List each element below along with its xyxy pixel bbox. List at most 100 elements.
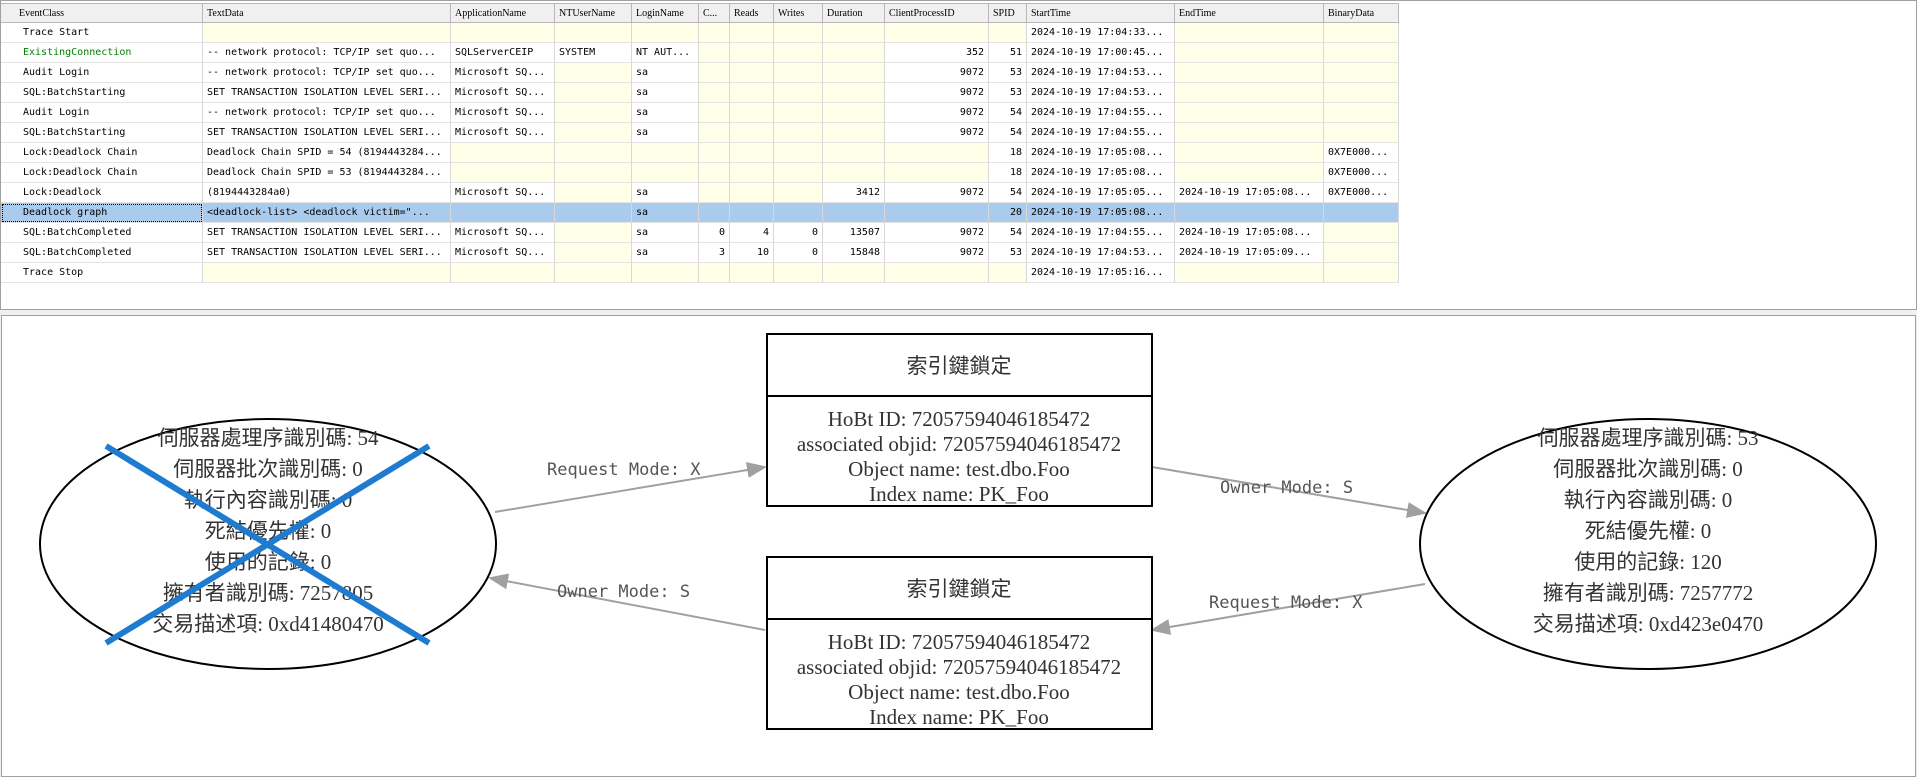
resource-top-title-box[interactable] — [766, 333, 1153, 397]
table-cell: sa — [632, 103, 699, 123]
edge-label-right-owner: Owner Mode: S — [1220, 478, 1353, 498]
table-cell — [823, 163, 885, 183]
resource-bottom-title-box[interactable] — [766, 556, 1153, 620]
table-cell: SET TRANSACTION ISOLATION LEVEL SERI... — [203, 223, 451, 243]
table-cell — [1175, 143, 1324, 163]
table-cell — [632, 23, 699, 43]
table-cell: SET TRANSACTION ISOLATION LEVEL SERI... — [203, 123, 451, 143]
graph-text-line: 死結優先權: 0 — [1585, 519, 1712, 543]
graph-text-line: Index name: PK_Foo — [869, 705, 1049, 729]
table-cell — [1175, 83, 1324, 103]
table-cell: Microsoft SQ... — [451, 123, 555, 143]
table-cell — [730, 63, 774, 83]
table-cell — [885, 23, 989, 43]
table-cell: Microsoft SQ... — [451, 83, 555, 103]
table-cell — [632, 163, 699, 183]
column-header[interactable]: NTUserName — [555, 3, 632, 23]
table-cell — [632, 263, 699, 283]
table-cell: 54 — [989, 183, 1027, 203]
graph-text-line: HoBt ID: 72057594046185472 — [828, 630, 1091, 654]
column-header[interactable]: Writes — [774, 3, 823, 23]
column-header[interactable]: SPID — [989, 3, 1027, 23]
table-cell: sa — [632, 83, 699, 103]
table-cell: 53 — [989, 243, 1027, 263]
column-header[interactable]: StartTime — [1027, 3, 1175, 23]
deadlock-graph: Request Mode: X Owner Mode: S Request Mo… — [39, 333, 1877, 730]
table-cell — [1175, 63, 1324, 83]
table-cell — [203, 23, 451, 43]
table-cell: Deadlock Chain SPID = 53 (8194443284... — [203, 163, 451, 183]
table-cell — [555, 83, 632, 103]
table-cell — [1324, 223, 1399, 243]
table-cell: sa — [632, 243, 699, 263]
table-cell: 2024-10-19 17:04:53... — [1027, 243, 1175, 263]
edge-label-right-request: Request Mode: X — [1209, 593, 1363, 613]
table-cell: 15848 — [823, 243, 885, 263]
table-cell — [885, 143, 989, 163]
table-cell — [555, 23, 632, 43]
table-cell — [774, 83, 823, 103]
table-cell: SQL:BatchCompleted — [1, 223, 203, 243]
table-cell: Trace Start — [1, 23, 203, 43]
table-cell: 9072 — [885, 83, 989, 103]
table-cell: 2024-10-19 17:04:53... — [1027, 63, 1175, 83]
table-cell: sa — [632, 63, 699, 83]
table-cell — [1175, 163, 1324, 183]
table-cell — [555, 143, 632, 163]
column-header[interactable]: BinaryData — [1324, 3, 1399, 23]
table-cell: Microsoft SQ... — [451, 103, 555, 123]
table-cell: sa — [632, 223, 699, 243]
column-header[interactable]: C... — [699, 3, 730, 23]
table-cell: 2024-10-19 17:05:08... — [1027, 163, 1175, 183]
column-header[interactable]: LoginName — [632, 3, 699, 23]
table-cell — [1175, 23, 1324, 43]
table-cell: 0X7E000... — [1324, 143, 1399, 163]
table-cell — [730, 43, 774, 63]
column-header[interactable]: TextData — [203, 3, 451, 23]
table-cell — [1324, 103, 1399, 123]
table-cell — [730, 163, 774, 183]
table-cell: 352 — [885, 43, 989, 63]
resource-bottom-body[interactable] — [766, 618, 1153, 730]
table-cell — [730, 203, 774, 223]
table-cell — [774, 123, 823, 143]
table-cell — [699, 123, 730, 143]
table-cell — [823, 143, 885, 163]
table-cell — [555, 223, 632, 243]
graph-text-line: Object name: test.dbo.Foo — [848, 457, 1070, 481]
column-header[interactable]: Duration — [823, 3, 885, 23]
table-cell: 10 — [730, 243, 774, 263]
table-cell — [774, 143, 823, 163]
resource-bottom-title: 索引鍵鎖定 — [907, 577, 1012, 601]
table-cell — [730, 183, 774, 203]
column-header[interactable]: EventClass — [1, 3, 203, 23]
edge-request-right — [1150, 583, 1426, 635]
column-header[interactable]: EndTime — [1175, 3, 1324, 23]
column-header[interactable]: ClientProcessID — [885, 3, 989, 23]
table-cell: 54 — [989, 103, 1027, 123]
resource-top-body[interactable] — [766, 395, 1153, 507]
table-cell: Deadlock graph — [1, 203, 203, 223]
table-cell — [885, 203, 989, 223]
table-cell — [823, 63, 885, 83]
graph-text-line: 擁有者識別碼: 7257772 — [1543, 581, 1754, 605]
table-cell — [1324, 83, 1399, 103]
table-cell — [989, 23, 1027, 43]
table-cell — [1324, 63, 1399, 83]
process-node-53[interactable] — [1419, 418, 1877, 670]
table-cell — [1175, 103, 1324, 123]
table-cell: 54 — [989, 123, 1027, 143]
graph-text-line: 交易描述項: 0xd41480470 — [152, 612, 384, 636]
table-cell — [823, 23, 885, 43]
column-header[interactable]: ApplicationName — [451, 3, 555, 23]
table-cell — [699, 63, 730, 83]
column-header[interactable]: Reads — [730, 3, 774, 23]
table-cell — [774, 23, 823, 43]
table-cell: 9072 — [885, 103, 989, 123]
table-cell: 18 — [989, 143, 1027, 163]
table-cell: 2024-10-19 17:05:16... — [1027, 263, 1175, 283]
table-cell: 0X7E000... — [1324, 183, 1399, 203]
table-cell: 0 — [699, 223, 730, 243]
